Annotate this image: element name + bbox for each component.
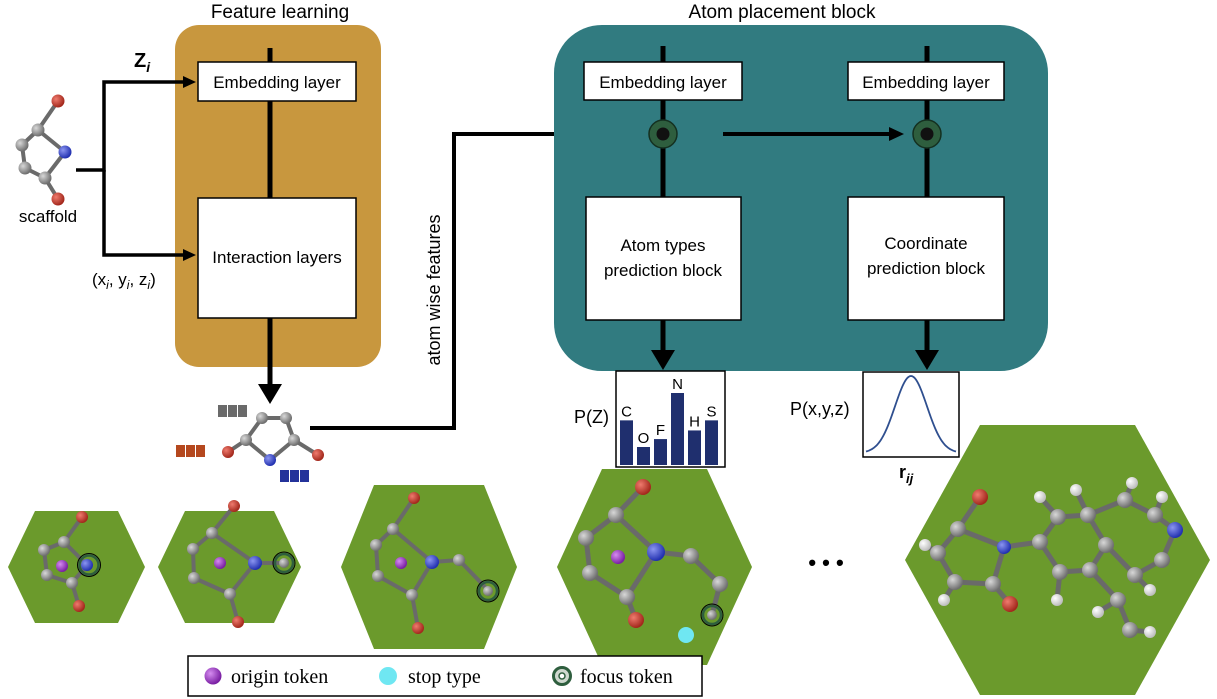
- z-input-arrow: [76, 80, 185, 172]
- feature-embedding-layer[interactable]: [197, 61, 357, 102]
- coordinate-line2: prediction block: [867, 259, 986, 278]
- type-bar-label-S: S: [706, 403, 716, 420]
- placement-embedding-label-right: Embedding layer: [862, 73, 990, 92]
- focus-connector-arrowhead: [889, 127, 904, 141]
- step-2-hexagon: [158, 511, 301, 623]
- atom-wise-features-label: atom wise features: [424, 214, 444, 365]
- focus-ring-icon: [552, 666, 572, 686]
- legend-focus-label: focus token: [580, 666, 673, 688]
- step-3-molecule: [370, 492, 500, 634]
- type-bar-label-H: H: [689, 413, 700, 430]
- coord-distribution-curve: [865, 375, 957, 453]
- legend-stop-label: stop type: [408, 666, 481, 688]
- step-2-molecule: [187, 500, 296, 628]
- coordinate-prediction-block[interactable]: [847, 196, 1005, 321]
- atom-types-line2: prediction block: [604, 261, 723, 280]
- coord-chart-xlabel: rij: [899, 462, 914, 486]
- right-focus-ring-icon: [912, 119, 942, 149]
- right-output-arrowhead: [915, 350, 939, 370]
- step-4-molecule: [578, 479, 728, 643]
- feature-output-arrowhead: [258, 384, 282, 404]
- feature-embedding-label: Embedding layer: [213, 73, 341, 92]
- purple-sphere-icon: [204, 667, 222, 685]
- coord-chart-label: P(x,y,z): [790, 399, 850, 419]
- z-input-label: Zi: [134, 50, 151, 75]
- type-bar-label-C: C: [621, 403, 632, 420]
- type-bar-O: [637, 447, 650, 465]
- ellipsis: • • •: [808, 550, 843, 575]
- type-bar-label-O: O: [638, 430, 650, 447]
- coords-input-label: (xi, yi, zi): [92, 270, 156, 292]
- step-1-molecule: [38, 511, 101, 612]
- left-focus-ring-icon: [648, 119, 678, 149]
- type-bar-S: [705, 420, 718, 465]
- type-chart-label: P(Z): [574, 407, 609, 427]
- atom-features-arrow: [310, 132, 612, 430]
- final-molecule: [919, 477, 1183, 638]
- type-bar-label-F: F: [656, 422, 665, 439]
- feature-learning-title: Feature learning: [211, 2, 349, 23]
- legend-origin-label: origin token: [231, 666, 328, 688]
- featurized-molecule: [176, 405, 324, 482]
- legend-box: [187, 655, 703, 697]
- coords-input-arrowhead: [183, 249, 196, 261]
- type-bar-label-N: N: [672, 376, 683, 393]
- interaction-layers-label: Interaction layers: [212, 248, 341, 267]
- type-bar-N: [671, 393, 684, 465]
- coords-input-arrow: [102, 170, 185, 257]
- placement-embedding-layer-left[interactable]: [583, 61, 743, 101]
- z-input-arrowhead: [183, 76, 196, 88]
- scaffold-label: scaffold: [19, 207, 77, 226]
- type-bar-C: [620, 420, 633, 465]
- coordinate-line1: Coordinate: [884, 234, 967, 253]
- atom-types-line1: Atom types: [620, 236, 705, 255]
- interaction-layers-box[interactable]: [197, 197, 357, 319]
- scaffold-molecule: [15, 94, 72, 206]
- placement-embedding-layer-right[interactable]: [847, 61, 1005, 101]
- type-bar-H: [688, 430, 701, 465]
- left-output-arrowhead: [651, 350, 675, 370]
- placement-embedding-label-left: Embedding layer: [599, 73, 727, 92]
- atom-placement-title: Atom placement block: [689, 2, 876, 23]
- type-bar-F: [654, 439, 667, 465]
- cyan-dot-icon: [379, 667, 397, 685]
- step-1-hexagon: [8, 511, 145, 623]
- atom-types-prediction-block[interactable]: [585, 196, 742, 321]
